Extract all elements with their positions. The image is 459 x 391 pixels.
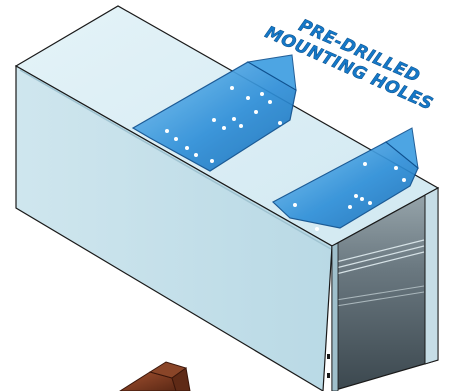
- bottom-fasteners: [327, 354, 330, 378]
- channel-wall-edge: [332, 243, 338, 391]
- wood-bracket: [120, 362, 190, 391]
- channel-far-wall: [425, 188, 438, 364]
